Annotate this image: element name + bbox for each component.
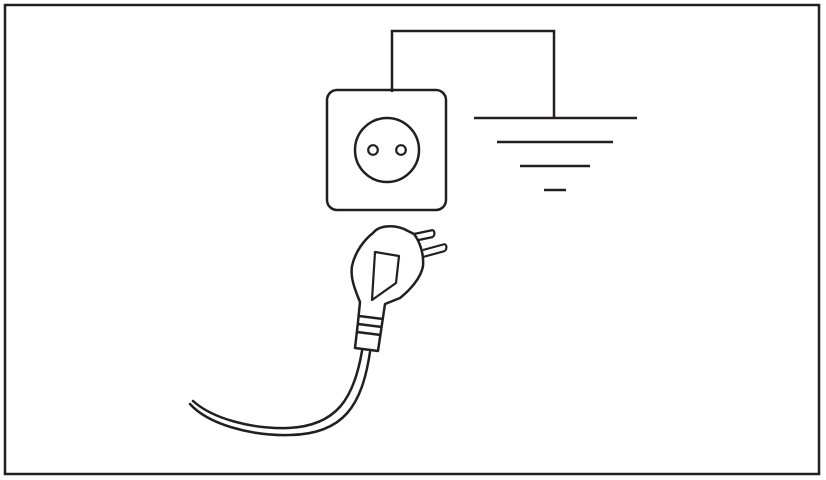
- ground-icon: [474, 116, 637, 192]
- ground-wire: [390, 29, 556, 118]
- plug-icon: [350, 224, 425, 353]
- socket-icon: [325, 88, 448, 212]
- cord-icon: [188, 349, 372, 437]
- border: [3, 3, 821, 476]
